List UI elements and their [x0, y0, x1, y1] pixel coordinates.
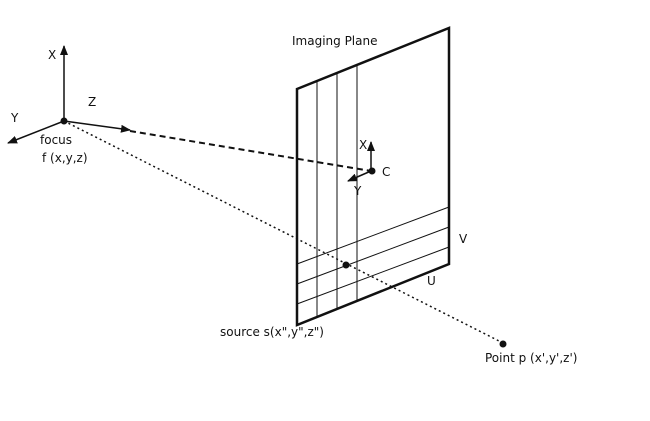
focus-y-axis: [7, 120, 65, 144]
focus-label: focus: [40, 133, 72, 147]
center-label: C: [382, 165, 390, 179]
v-axis-label: V: [459, 232, 468, 246]
projection-ray-dotted: [63, 120, 504, 344]
focus-axes: [7, 45, 131, 144]
focus-y-label: Y: [10, 111, 19, 125]
point-label: Point p (x',y',z'): [485, 351, 577, 365]
plane-vertical-grid: [316, 65, 358, 317]
imaging-plane-outline: [295, 26, 451, 327]
plane-horizontal-grid: [296, 206, 450, 305]
focus-z-axis: [63, 120, 131, 133]
focus-coords-label: f (x,y,z): [42, 151, 88, 165]
target-point: [499, 340, 507, 348]
focal-axis-dashed: [129, 130, 372, 172]
focus-point: [60, 117, 68, 125]
plane-y-label: Y: [353, 184, 362, 198]
center-point: [368, 167, 376, 175]
u-axis-label: U: [427, 274, 436, 288]
source-point: [342, 261, 350, 269]
plane-y-axis: [347, 170, 372, 182]
focus-z-label: Z: [88, 95, 96, 109]
focus-x-label: X: [48, 48, 56, 62]
plane-x-label: X: [359, 138, 367, 152]
plane-axes: [347, 141, 375, 182]
imaging-plane-label: Imaging Plane: [292, 34, 377, 48]
source-label: source s(x",y",z"): [220, 325, 324, 339]
